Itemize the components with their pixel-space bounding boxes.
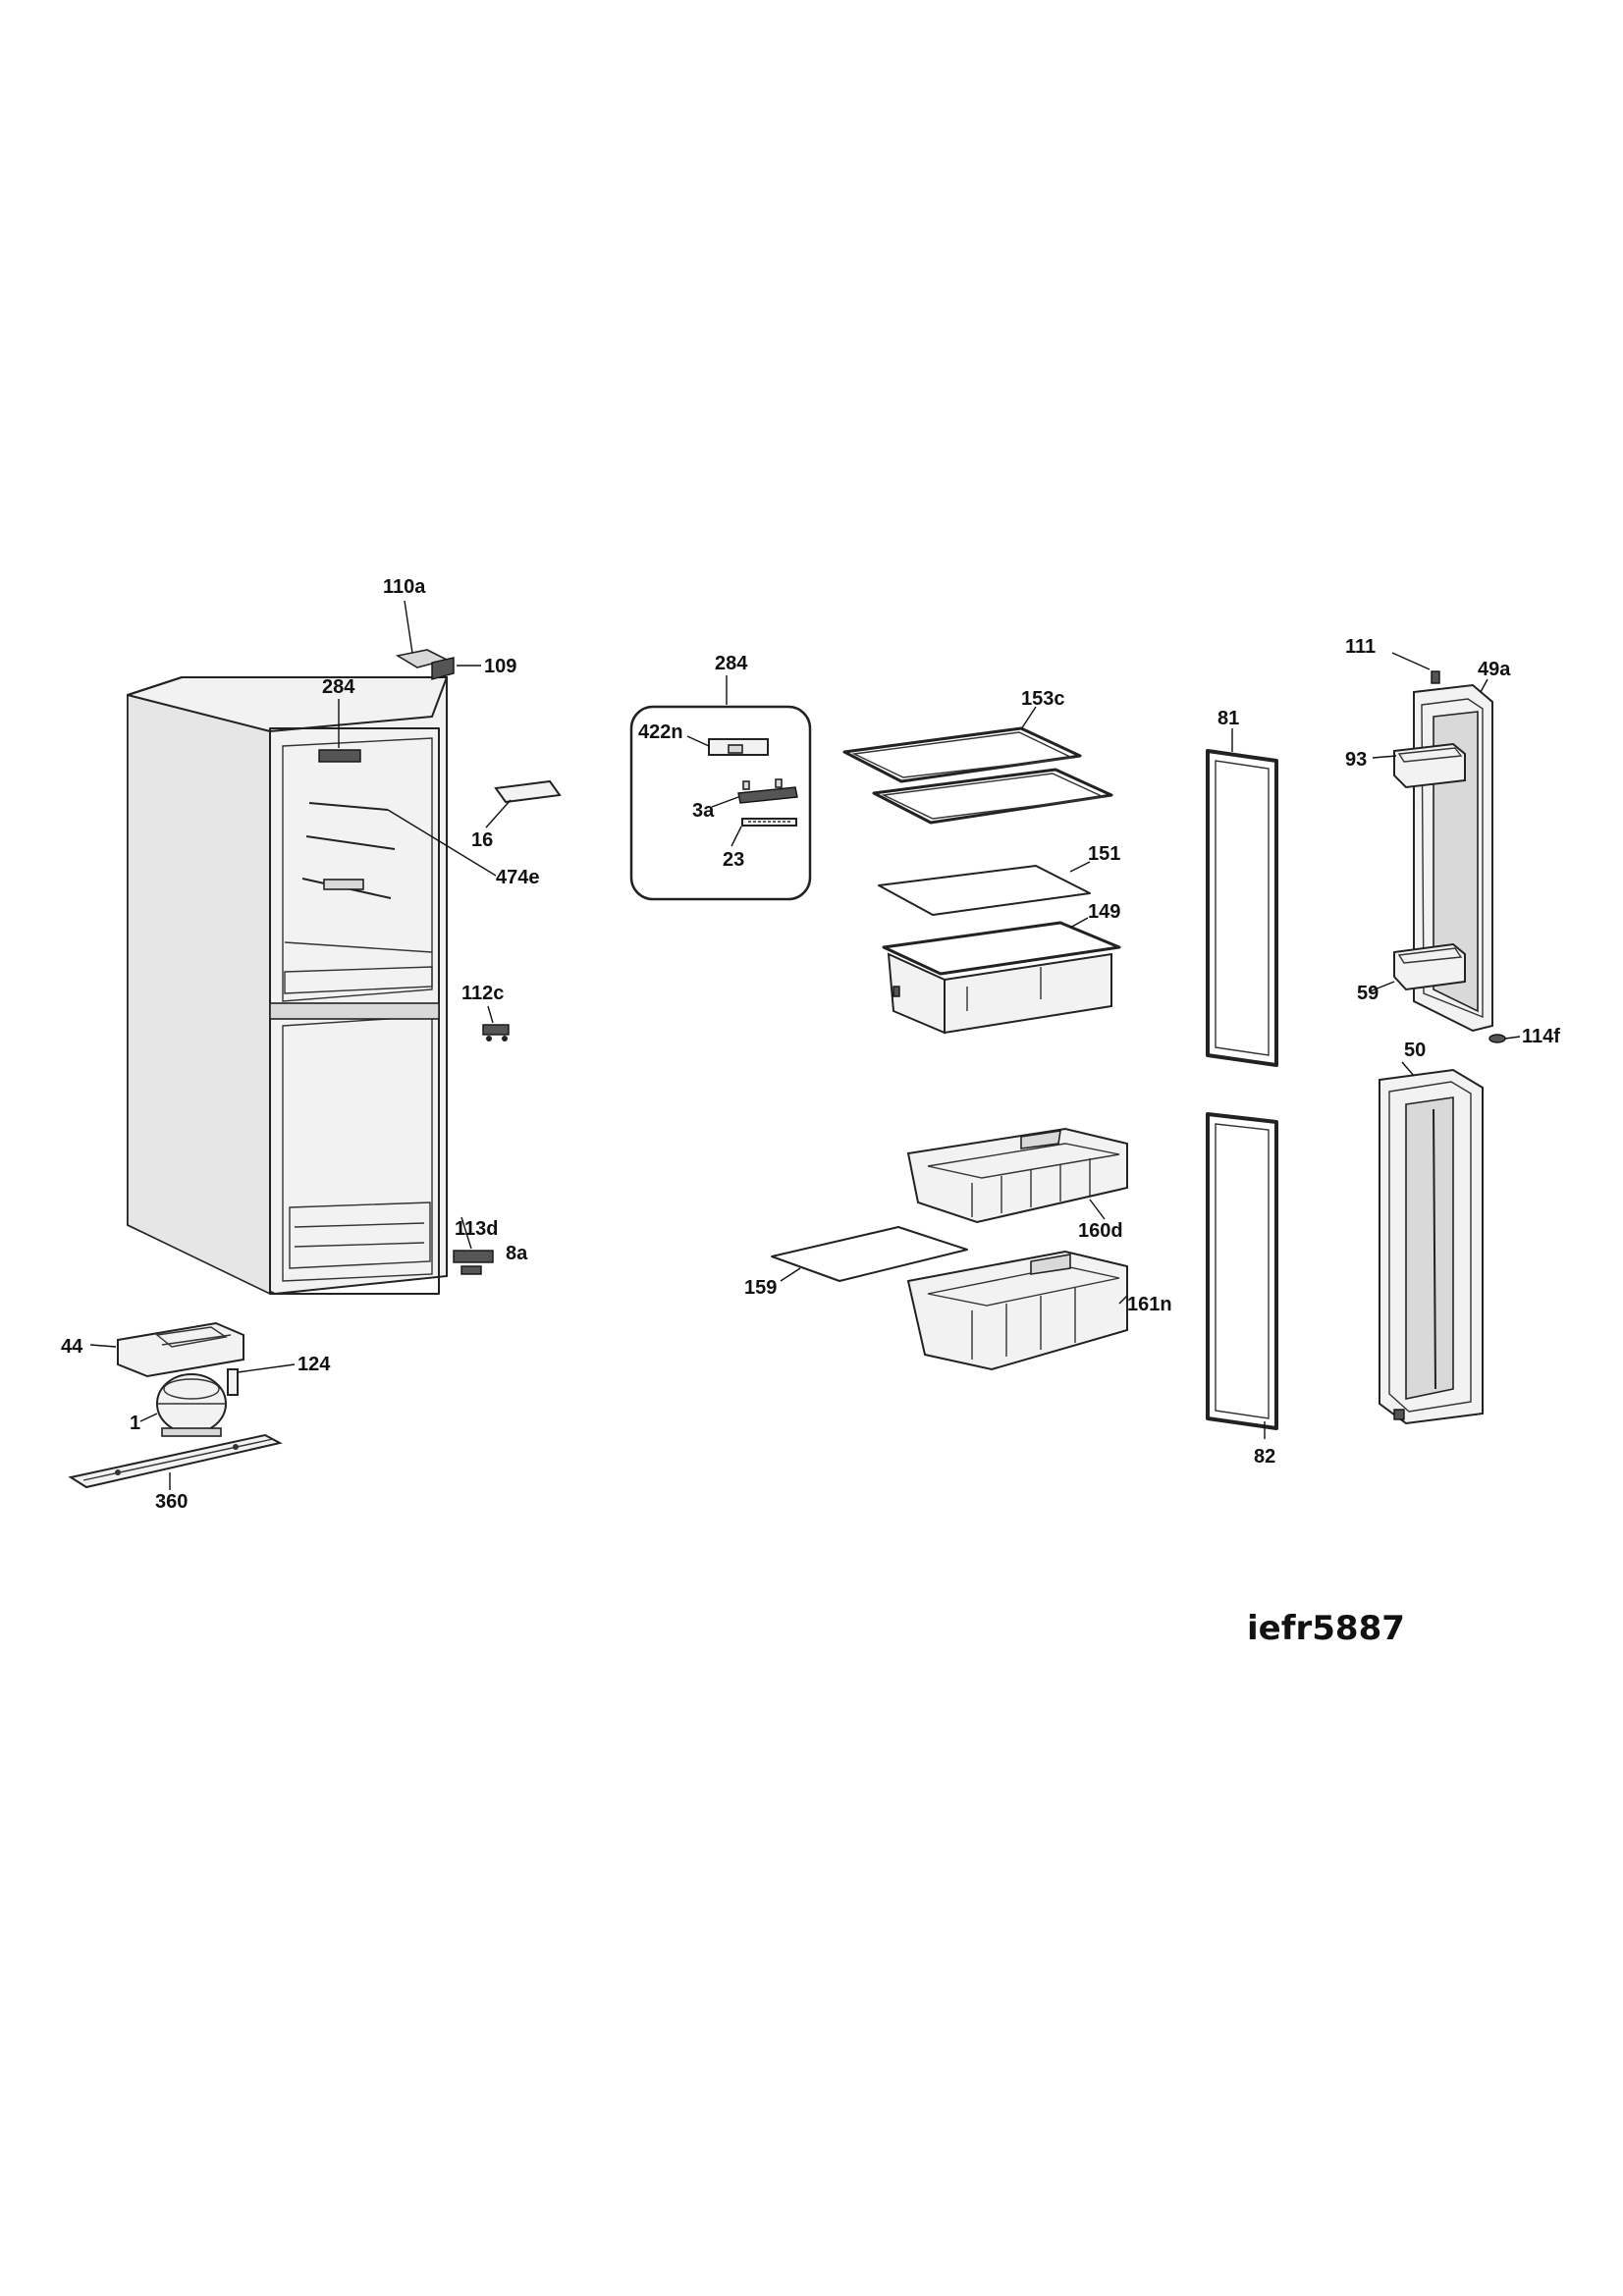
- label-114f: 114f: [1522, 1026, 1560, 1047]
- label-82: 82: [1254, 1446, 1275, 1468]
- freezer-drawer-161n: [906, 1250, 1128, 1371]
- label-44: 44: [61, 1336, 83, 1358]
- label-81: 81: [1217, 708, 1239, 729]
- label-23: 23: [723, 849, 744, 871]
- freezer-door-50: [1379, 1068, 1484, 1425]
- fridge-cabinet: [127, 676, 448, 1296]
- door-pin-111: [1431, 670, 1440, 684]
- door-hinge-114f: [1488, 1034, 1506, 1043]
- label-110a: 110a: [383, 576, 426, 598]
- light-assembly-group-284: [629, 705, 812, 901]
- label-149: 149: [1088, 901, 1120, 923]
- label-112c: 112c: [461, 983, 504, 1004]
- part-3a: [737, 786, 798, 804]
- label-49a: 49a: [1478, 659, 1511, 680]
- glass-cover-159: [771, 1226, 968, 1282]
- label-8a: 8a: [506, 1243, 528, 1264]
- compressor-bracket-44: [117, 1321, 244, 1378]
- label-113d: 113d: [455, 1218, 498, 1240]
- label-124: 124: [298, 1354, 331, 1375]
- label-160d: 160d: [1078, 1220, 1123, 1242]
- label-159: 159: [744, 1277, 777, 1299]
- label-16: 16: [471, 829, 493, 851]
- label-151: 151: [1088, 843, 1120, 865]
- glass-shelf-frame: [872, 768, 1113, 825]
- label-474e: 474e: [496, 867, 540, 888]
- door-shelf-93: [1393, 742, 1466, 789]
- top-hinge: [395, 649, 455, 680]
- door-gasket-82: [1206, 1112, 1278, 1430]
- compressor-1: [156, 1373, 227, 1437]
- label-161n: 161n: [1127, 1294, 1172, 1315]
- crisper-drawer-149: [882, 921, 1121, 1035]
- label-111: 111: [1345, 636, 1376, 658]
- base-rail-360: [68, 1433, 283, 1489]
- glass-cover-151: [878, 865, 1091, 916]
- leader-lines: [89, 600, 1521, 1490]
- door-gasket-81: [1206, 749, 1278, 1067]
- label-109: 109: [484, 656, 516, 677]
- relay-124: [227, 1368, 239, 1396]
- label-50: 50: [1404, 1040, 1426, 1061]
- label-3a: 3a: [692, 800, 715, 822]
- door-shelf-59: [1393, 942, 1466, 991]
- cabinet-light-284: [318, 749, 361, 763]
- part-labels: 110a 109 284 16 474e 112c 113d 8a 44 124…: [61, 576, 1560, 1648]
- label-153c: 153c: [1021, 688, 1065, 710]
- label-1: 1: [130, 1413, 140, 1434]
- label-284-cabinet: 284: [322, 676, 355, 698]
- label-422n: 422n: [638, 721, 683, 743]
- middle-hinge-112c: [482, 1024, 510, 1041]
- fridge-door-49a: [1393, 670, 1506, 1043]
- light-cover-16: [494, 779, 562, 804]
- label-93: 93: [1345, 749, 1367, 771]
- bottom-hinge-113d: [453, 1250, 494, 1275]
- label-360: 360: [155, 1491, 188, 1513]
- model-code: iefr5887: [1247, 1609, 1405, 1648]
- label-284-group: 284: [715, 653, 748, 674]
- freezer-drawer-160d: [906, 1127, 1128, 1224]
- label-59: 59: [1357, 983, 1379, 1004]
- glass-shelf-153c: [842, 726, 1082, 783]
